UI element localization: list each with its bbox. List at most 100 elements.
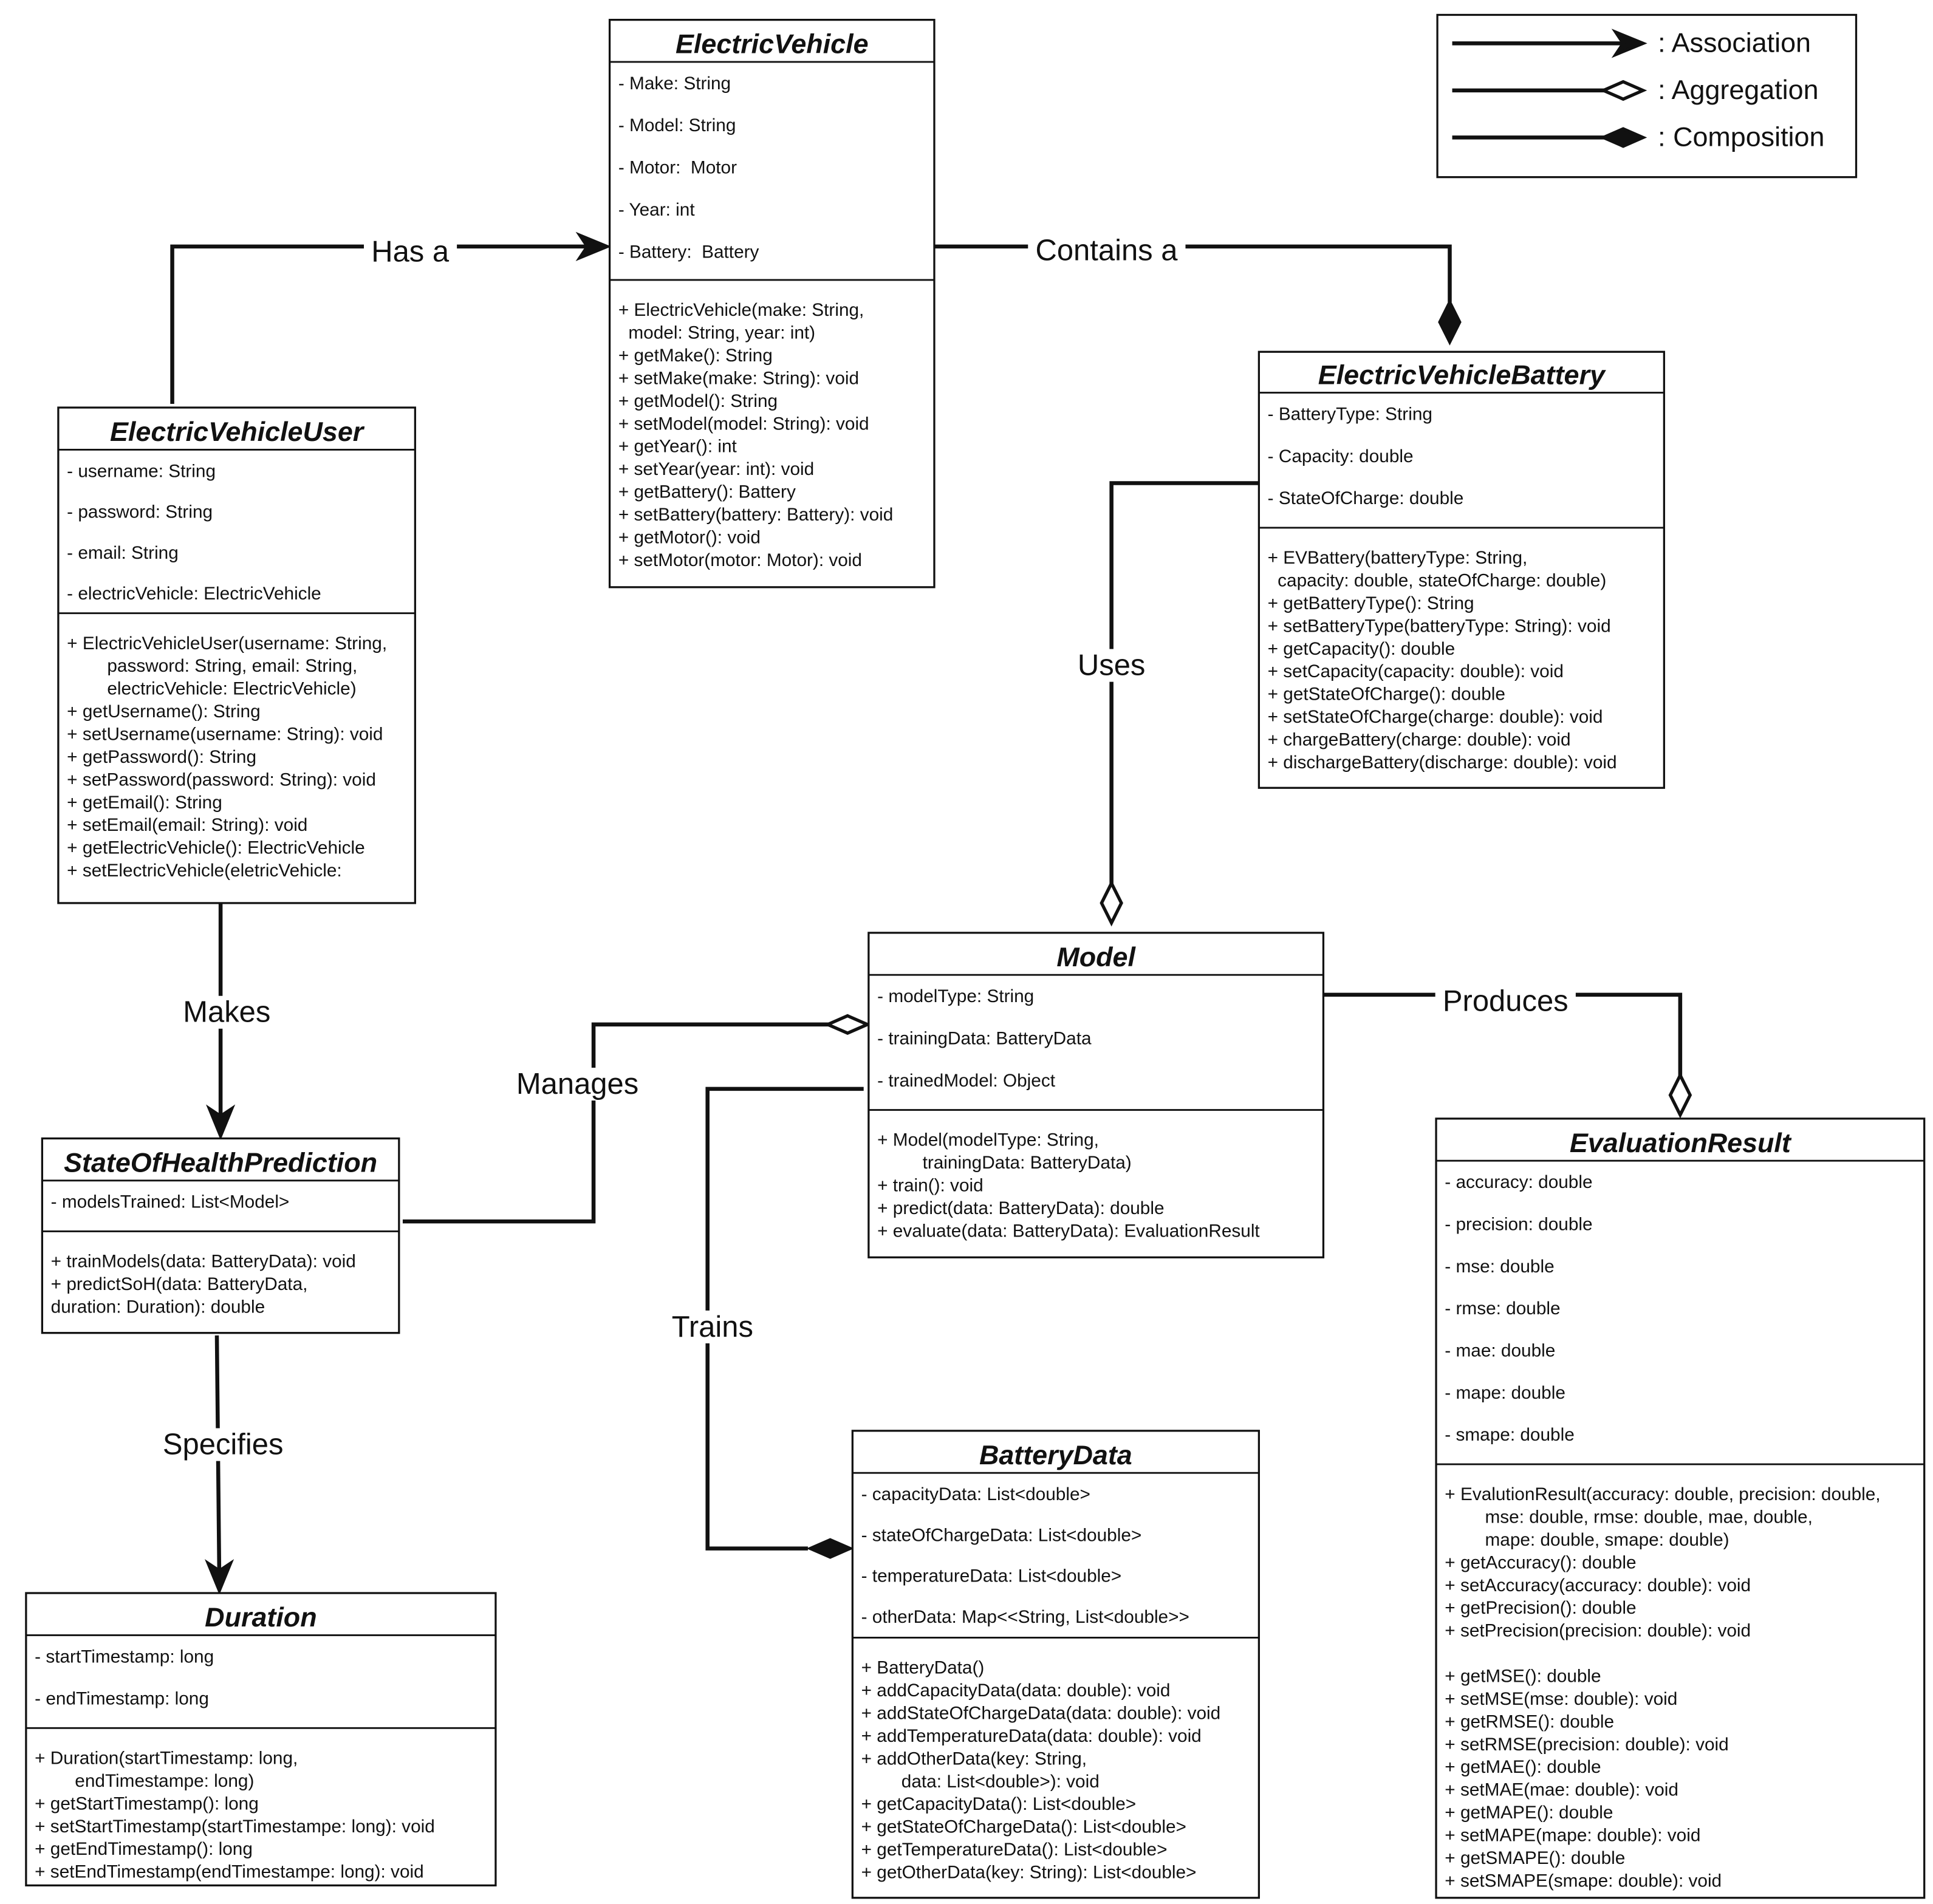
connector-line	[402, 1022, 829, 1224]
class-box	[867, 932, 1325, 1258]
attribute: - username: String	[67, 461, 216, 481]
attribute: - accuracy: double	[1445, 1172, 1592, 1192]
attribute: - BatteryType: String	[1268, 404, 1432, 424]
attribute: - Motor: Motor	[618, 158, 737, 178]
label-background	[1028, 234, 1186, 267]
method: + ElectricVehicleUser(username: String,	[67, 633, 387, 653]
method: + setRMSE(precision: double): void	[1445, 1735, 1728, 1755]
method: + getYear(): int	[618, 437, 737, 457]
hollow-marker-icon	[1668, 1071, 1692, 1119]
label-background	[1435, 984, 1576, 1018]
classes: ElectricVehicle- Make: String- Model: St…	[25, 19, 1926, 1899]
method: + addStateOfChargeData(data: double): vo…	[861, 1703, 1221, 1723]
class-name: EvaluationResult	[1570, 1127, 1792, 1158]
method: + trainModels(data: BatteryData): void	[51, 1252, 356, 1272]
attribute: - modelType: String	[877, 986, 1034, 1006]
method: endTimestampe: long)	[35, 1771, 254, 1791]
method: + getUsername(): String	[67, 701, 260, 722]
attribute: - capacityData: List<double>	[861, 1484, 1090, 1504]
method: + getMAE(): double	[1445, 1757, 1601, 1777]
attribute: - stateOfChargeData: List<double>	[861, 1525, 1142, 1545]
method: + setStartTimestamp(startTimestampe: lon…	[35, 1817, 435, 1837]
method: + setSMAPE(smape: double): void	[1445, 1871, 1722, 1891]
label-background	[175, 995, 278, 1029]
method: + getElectricVehicle(): ElectricVehicle	[67, 838, 365, 858]
arrow-marker-icon	[206, 1104, 236, 1141]
class-box	[1257, 350, 1665, 789]
method: + predictSoH(data: BatteryData,	[51, 1274, 308, 1294]
relation-manages: Manages	[402, 1014, 872, 1224]
relation-label: Has a	[371, 235, 450, 268]
class-name: ElectricVehicleBattery	[1318, 359, 1606, 390]
attribute: - endTimestamp: long	[35, 1689, 209, 1709]
method: + getMotor(): void	[618, 527, 761, 547]
method: + addOtherData(key: String,	[861, 1749, 1087, 1769]
attribute: - Capacity: double	[1268, 446, 1414, 466]
relation-produces: Produces	[1323, 984, 1692, 1119]
method: + getTemperatureData(): List<double>	[861, 1840, 1168, 1860]
class-name: ElectricVehicleUser	[110, 416, 365, 447]
arrow-marker-icon	[204, 1559, 234, 1595]
method: mape: double, smape: double)	[1445, 1530, 1729, 1550]
method: + predict(data: BatteryData): double	[877, 1198, 1164, 1218]
attribute: - temperatureData: List<double>	[861, 1566, 1122, 1586]
method: + setEndTimestamp(endTimestampe: long): …	[35, 1862, 424, 1882]
label-background	[155, 1428, 291, 1461]
class-box	[25, 1592, 497, 1887]
hollow-marker-icon	[823, 1014, 872, 1035]
class-name: Model	[1056, 941, 1136, 972]
method: + ElectricVehicle(make: String,	[618, 300, 864, 320]
method: + getPassword(): String	[67, 747, 256, 767]
legend: : Association: Aggregation: Composition	[1436, 13, 1858, 179]
class-name: StateOfHealthPrediction	[64, 1147, 377, 1178]
method: + Model(modelType: String,	[877, 1130, 1099, 1150]
method: + setYear(year: int): void	[618, 459, 814, 479]
relation-specifies: Specifies	[155, 1335, 291, 1595]
method: + dischargeBattery(discharge: double): v…	[1268, 752, 1617, 773]
method: + getStateOfCharge(): double	[1268, 684, 1505, 705]
relation-label: Uses	[1078, 649, 1146, 682]
method: + setUsername(username: String): void	[67, 725, 383, 745]
attribute: - electricVehicle: ElectricVehicle	[67, 584, 321, 604]
attribute: - modelsTrained: List<Model>	[51, 1192, 290, 1212]
attribute: - smape: double	[1445, 1425, 1574, 1445]
class-box	[851, 1430, 1260, 1899]
connector-line	[934, 244, 1452, 302]
attribute: - mae: double	[1445, 1340, 1555, 1360]
relation-label: Specifies	[163, 1428, 284, 1461]
method: + setStateOfCharge(charge: double): void	[1268, 707, 1603, 727]
method: model: String, year: int)	[618, 323, 815, 343]
class-electric-vehicle-battery: ElectricVehicleBattery - BatteryType: Str…	[1257, 350, 1665, 789]
method: + setPrecision(precision: double): void	[1445, 1621, 1751, 1641]
relation-label: Makes	[183, 996, 270, 1029]
connector-line	[1109, 481, 1259, 885]
method: + setEmail(email: String): void	[67, 815, 307, 835]
class-model: Model- modelType: String- trainingData: …	[867, 932, 1325, 1258]
method: + setModel(model: String): void	[618, 414, 869, 434]
method: + getSMAPE(): double	[1445, 1848, 1625, 1868]
method: + setMake(make: String): void	[618, 368, 859, 388]
method: + setMotor(motor: Motor): void	[618, 550, 862, 570]
method: + getBattery(): Battery	[618, 482, 796, 502]
method: capacity: double, stateOfCharge: double)	[1268, 570, 1607, 590]
method: + setElectricVehicle(eletricVehicle:	[67, 861, 342, 881]
legend-label: : Aggregation	[1658, 74, 1818, 105]
relation-label: Manages	[516, 1068, 638, 1100]
class-name: BatteryData	[979, 1439, 1132, 1470]
relation-makes: Makes	[175, 903, 278, 1141]
relation-label: Contains a	[1036, 234, 1179, 267]
arrow-marker-icon	[575, 231, 612, 261]
legend-item-composition: : Composition	[1452, 121, 1824, 152]
class-name: Duration	[205, 1602, 316, 1633]
method: + getEmail(): String	[67, 793, 222, 813]
attribute: - Year: int	[618, 200, 695, 220]
method: electricVehicle: ElectricVehicle)	[67, 679, 356, 699]
attribute: - rmse: double	[1445, 1298, 1560, 1319]
method: + setMSE(mse: double): void	[1445, 1689, 1677, 1709]
filled-marker-icon	[1438, 298, 1462, 346]
method: duration: Duration): double	[51, 1297, 265, 1317]
method: + setBatteryType(batteryType: String): v…	[1268, 616, 1611, 636]
method: + setPassword(password: String): void	[67, 769, 376, 790]
method: + EVBattery(batteryType: String,	[1268, 548, 1528, 568]
